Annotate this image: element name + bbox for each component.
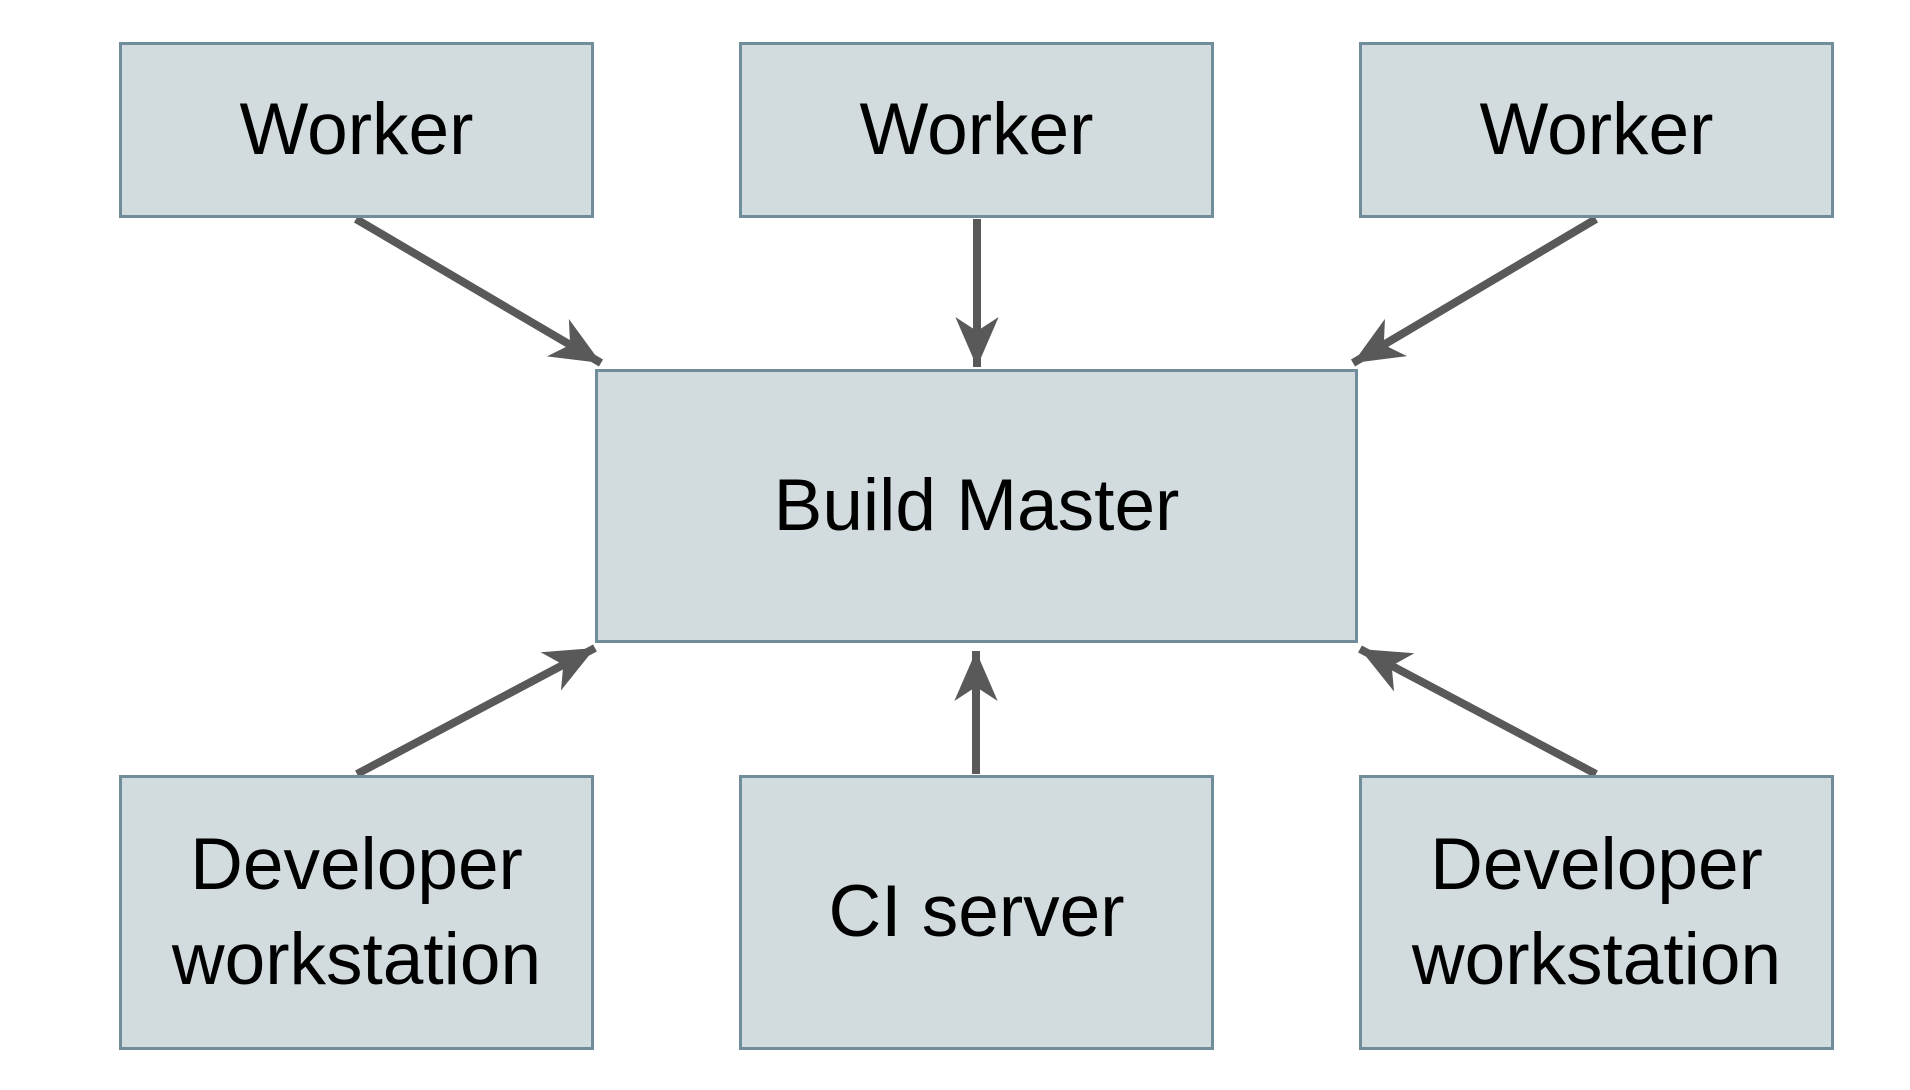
node-developer-workstation-right: Developer workstation [1359,775,1834,1050]
arrow-dev-workstation-left-to-build-master [355,644,597,778]
node-developer-workstation-left-label: Developer workstation [171,823,542,1000]
node-developer-workstation-left: Developer workstation [119,775,594,1050]
node-worker-2: Worker [739,42,1214,218]
node-worker-1-label: Worker [239,88,474,170]
node-worker-2-label: Worker [859,88,1094,170]
node-build-master-label: Build Master [773,464,1180,546]
node-worker-1: Worker [119,42,594,218]
node-worker-3: Worker [1359,42,1834,218]
node-developer-workstation-right-label: Developer workstation [1411,823,1782,1000]
node-build-master: Build Master [595,369,1358,643]
node-worker-3-label: Worker [1479,88,1714,170]
arrow-worker-1-to-build-master [353,215,604,367]
node-ci-server-label: CI server [828,871,1125,953]
arrow-dev-workstation-right-to-build-master [1358,645,1598,778]
node-ci-server: CI server [739,775,1214,1050]
arrow-worker-3-to-build-master [1350,215,1599,367]
